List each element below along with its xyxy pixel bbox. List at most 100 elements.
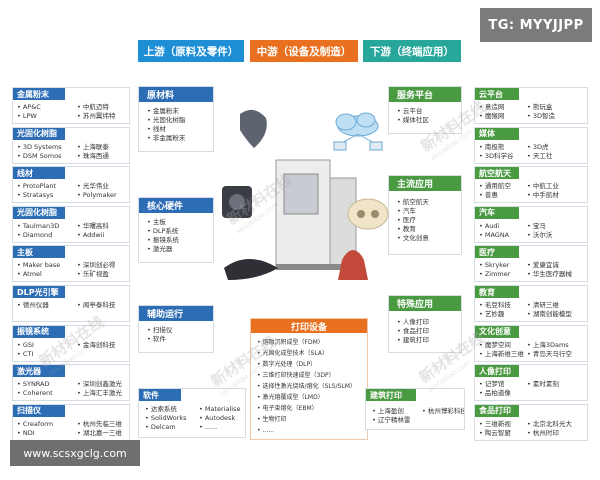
downstream-group: 文化创意魔梦空间上海新维三维上海3Dams青岛天马行空	[474, 324, 588, 362]
shoe-icon	[224, 259, 278, 280]
list-item: Delcam	[145, 423, 187, 432]
upstream-group: DLP光引擎德州仪器闻亭泰科技	[12, 285, 130, 322]
downstream-header: 下游（终端应用）	[363, 40, 461, 62]
downstream-group-col1: 毛豆科技艺妙趣	[479, 301, 511, 319]
list-item: 3D虎	[527, 143, 552, 152]
list-item: 天工社	[527, 152, 553, 161]
core-hardware-title: 核心硬件	[139, 198, 213, 213]
core-hardware-items: 主板DLP系统振镜系统激光器	[147, 218, 179, 254]
upstream-header: 上游（原料及零件）	[138, 40, 244, 62]
list-item: 三维打印快速成型（3DP）	[257, 370, 356, 381]
list-item: MAGNA	[479, 231, 509, 240]
list-item: 上海3Dams	[527, 341, 572, 350]
downstream-group: 教育毛豆科技艺妙趣清研三维湖南创能模型	[474, 285, 588, 322]
list-item: 非金属粉末	[147, 134, 186, 143]
raw-material-box: 原材料 金属粉末光固化树脂线材非金属粉末	[138, 86, 214, 152]
downstream-group-title: 食品打印	[475, 404, 519, 417]
upstream-group-col1: Maker baseAtmel	[17, 261, 60, 279]
list-item: 上海联泰	[77, 143, 109, 152]
list-item: Skryker	[479, 261, 510, 270]
upstream-group-col2: 杭州先临三维湖北嘉一三维	[77, 420, 122, 438]
list-item: 闻亭泰科技	[77, 301, 116, 310]
printing-equipment-title: 打印设备	[251, 319, 367, 333]
list-item: 记梦馆	[479, 380, 511, 389]
list-item: 上海汇丰激光	[77, 389, 122, 398]
printed-part-icon	[240, 109, 267, 148]
list-item: 建筑打印	[397, 336, 429, 345]
figurine-icon	[338, 250, 368, 280]
list-item: 食品打印	[397, 327, 429, 336]
list-item: Creaform	[17, 420, 53, 429]
downstream-group: 医疗SkrykerZimmer爱康宜诚华生医疗器械	[474, 245, 588, 283]
aux-operation-title: 辅助运行	[139, 306, 213, 321]
list-item: 湖北嘉一三维	[77, 429, 122, 438]
downstream-group-col1: 三维新视陶云智厨	[479, 420, 511, 438]
special-application-items: 人像打印食品打印建筑打印	[397, 318, 429, 345]
software-title: 软件	[139, 389, 181, 401]
list-item: Addwii	[77, 231, 109, 240]
list-item: 教育	[397, 225, 429, 234]
list-item: 苏州翼纬特	[77, 112, 116, 121]
core-hardware-box: 核心硬件 主板DLP系统振镜系统激光器	[138, 197, 214, 263]
downstream-group: 食品打印三维新视陶云智厨北京北科光大杭州时印	[474, 403, 588, 441]
list-item: 医疗	[397, 216, 429, 225]
list-item: 线材	[147, 125, 185, 134]
list-item: 湖南创能模型	[527, 310, 572, 319]
list-item: 普惠	[479, 191, 511, 200]
downstream-group-title: 媒体	[475, 127, 519, 140]
list-item: ......	[257, 425, 356, 436]
downstream-group-col2: 3D虎天工社	[527, 143, 553, 161]
building-print-col1: 上海盈创辽宁精林雷	[372, 407, 411, 425]
list-item: 南极熊	[479, 143, 513, 152]
list-item: 扫描仪	[147, 326, 173, 335]
list-item: DSM Somos	[17, 152, 62, 161]
list-item: 乐矿视盈	[77, 270, 115, 279]
raw-material-title: 原材料	[139, 87, 213, 102]
list-item: LPW	[17, 112, 41, 121]
upstream-group: 振镜系统GSICTI金海创科技	[12, 324, 130, 362]
list-item: 云平台	[397, 107, 429, 116]
list-item: 意造网	[479, 103, 505, 112]
list-item: SYNRAD	[17, 380, 53, 389]
printing-equipment-box: 打印设备 熔融沉积成型（FDM）光固化成型技术（SLA）数字光处理（DLP）三维…	[250, 318, 368, 440]
list-item: 中航工业	[527, 182, 559, 191]
list-item: 品柏道像	[479, 389, 511, 398]
list-item: 3D智造	[527, 112, 555, 121]
downstream-group: 云平台意造网魔猴网熊玩盒3D智造	[474, 87, 588, 124]
list-item: 汽车	[397, 207, 429, 216]
list-item: 上海新维三维	[479, 350, 524, 359]
upstream-group-col2: 华曙高科Addwii	[77, 222, 109, 240]
special-application-title: 特殊应用	[389, 296, 461, 311]
upstream-group-col1: Taulman3DDiamond	[17, 222, 59, 240]
upstream-group-title: DLP光引擎	[13, 286, 65, 298]
list-item: ProtoPlant	[17, 182, 56, 191]
special-application-box: 特殊应用 人像打印食品打印建筑打印	[388, 295, 462, 353]
building-print-box: 建筑打印 上海盈创辽宁精林雷 杭州博彩科技	[365, 388, 465, 430]
cloud-network-icon	[333, 112, 383, 151]
list-item: 辽宁精林雷	[372, 416, 411, 425]
service-platform-title: 服务平台	[389, 87, 461, 102]
list-item: 光华伟业	[77, 182, 117, 191]
software-col1: 达索系统SolidWorksDelcam	[145, 405, 187, 432]
list-item: GSI	[17, 341, 34, 350]
downstream-group-col2: 熊玩盒3D智造	[527, 103, 555, 121]
skull-icon	[347, 198, 389, 230]
list-item: DLP系统	[147, 227, 179, 236]
list-item: Audi	[479, 222, 509, 231]
downstream-group: 航空航天通用航空普惠中航工业中手航材	[474, 166, 588, 204]
list-item: ......	[199, 423, 240, 432]
list-item: 数字光处理（DLP）	[257, 359, 356, 370]
downstream-group: 汽车AudiMAGNA宝马沃尔沃	[474, 205, 588, 243]
upstream-group: 激光器SYNRADCoherent深圳创鑫激光上海汇丰激光	[12, 364, 130, 402]
list-item: 金属粉末	[147, 107, 185, 116]
upstream-group-title: 线材	[13, 167, 65, 180]
raw-material-items: 金属粉末光固化树脂线材非金属粉末	[147, 107, 186, 143]
list-item: Stratasys	[17, 191, 56, 200]
building-print-col2: 杭州博彩科技	[422, 407, 464, 416]
upstream-group-col2: 深圳创鑫激光上海汇丰激光	[77, 380, 122, 398]
upstream-group-col1: SYNRADCoherent	[17, 380, 53, 398]
list-item: Materialise	[199, 405, 241, 414]
main-application-items: 航空航天汽车医疗教育文化创意	[397, 198, 429, 243]
list-item: 中航迈特	[77, 103, 115, 112]
